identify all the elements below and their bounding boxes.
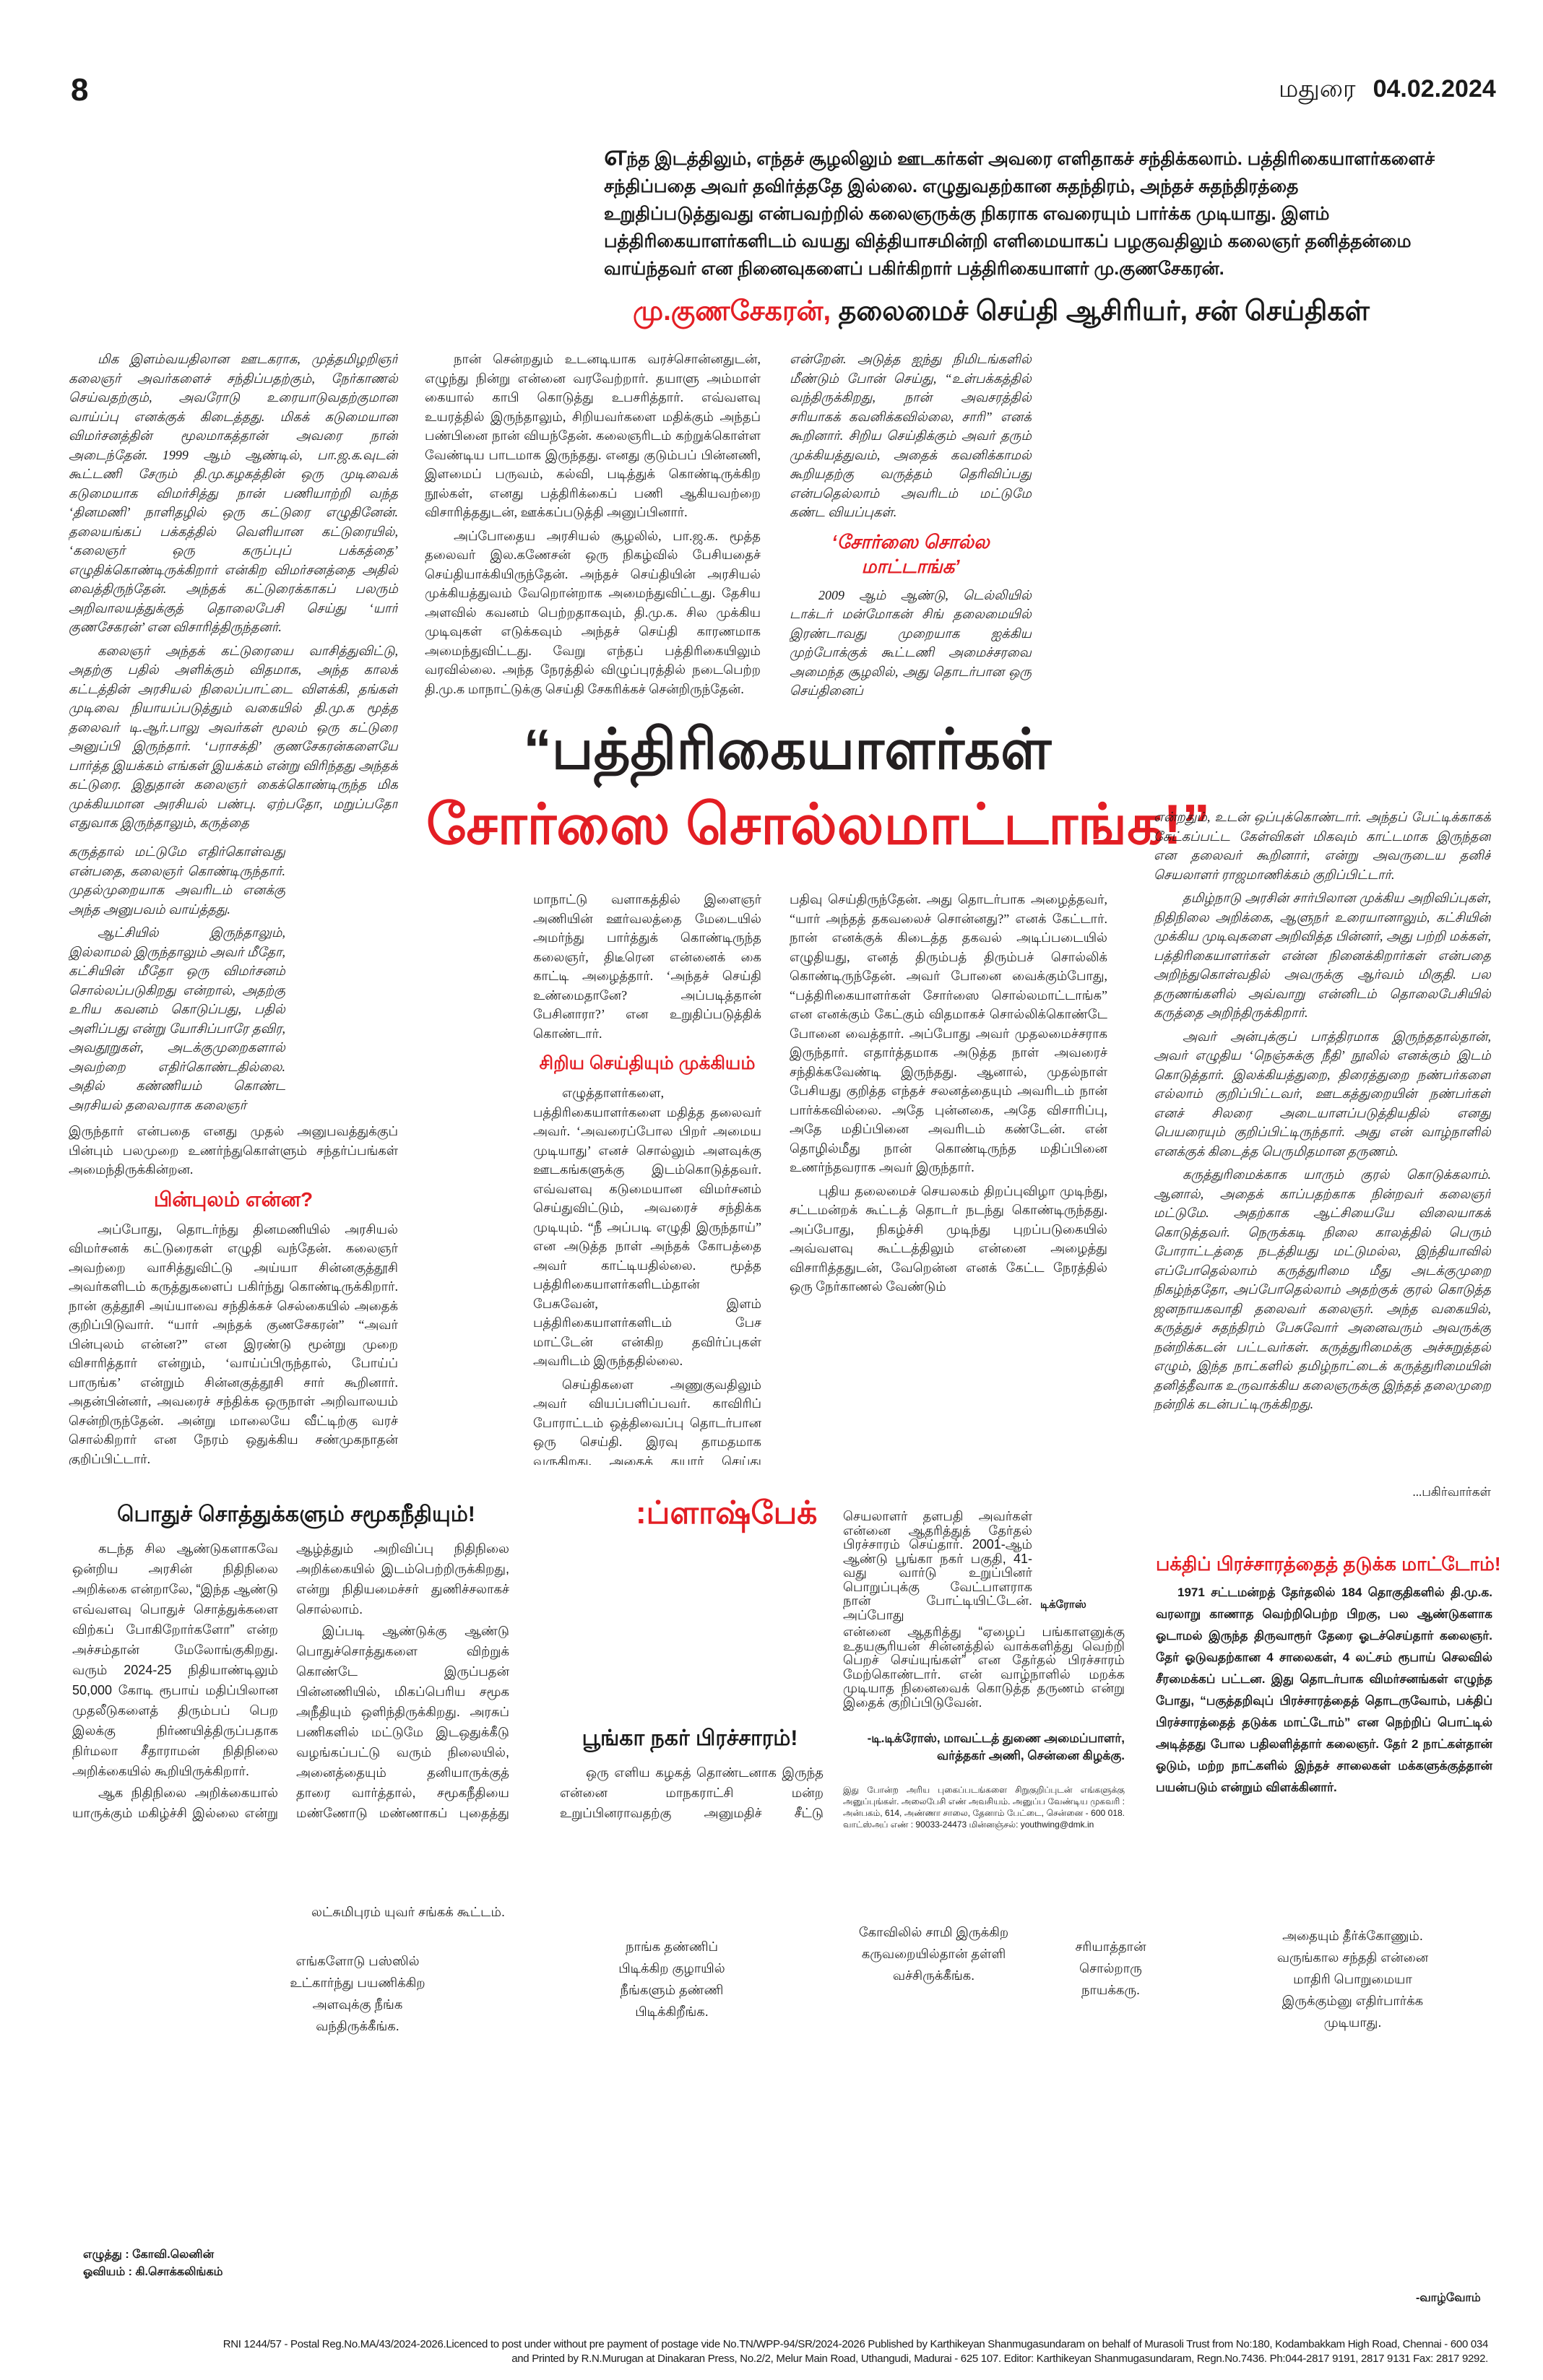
box-public-assets-right: ஆழ்த்தும் அறிவிப்பு நிதிநிலை அறிக்கையில்… — [296, 1539, 509, 1824]
paragraph: அவர் அன்புக்குப் பாத்திரமாக இருந்ததால்தா… — [1154, 1029, 1491, 1159]
article-column-4: என்றதும், உடன் ஒப்புக்கொண்டார். அந்தப் ப… — [1154, 808, 1491, 1472]
comic-bubble: கோவிலில் சாமி இருக்கிற கருவறையில்தான் தள… — [858, 1925, 1009, 1983]
imprint-footer: RNI 1244/57 - Postal Reg.No.MA/43/2024-2… — [72, 2337, 1489, 2366]
byline: மு.குணசேகரன், தலைமைச் செய்தி ஆசிரியர், ச… — [633, 296, 1500, 331]
flashback-label: :ப்ளாஷ்பேக் — [636, 1495, 818, 1531]
dateline: மதுரை 04.02.2024 — [1279, 75, 1496, 106]
paragraph: அப்போதைய அரசியல் சூழலில், பா.ஜ.க. மூத்த … — [425, 528, 761, 696]
headline-line-1: “பத்திரிகையாளர்கள் — [523, 717, 1052, 781]
article-column-1-narrow: கருத்தால் மட்டுமே எதிர்கொள்வது என்பதை, க… — [69, 842, 285, 1121]
article-column-3-bottom: பதிவு செய்திருந்தேன். அது தொடர்பாக அழைத்… — [790, 890, 1107, 1298]
paragraph: மிக இளம்வயதிலான ஊடகராக, முத்தமிழறிஞர் கல… — [69, 352, 398, 634]
intro-drop-cap: எ — [604, 139, 627, 171]
flashback-signature: -டி.டிக்ரோஸ், மாவட்டத் துணை அமைப்பாளர், … — [843, 1730, 1125, 1765]
article-column-3-top: என்றேன். அடுத்த ஐந்து நிமிடங்களில் மீண்ட… — [790, 350, 1032, 711]
paragraph: செயலாளர் தளபதி அவர்கள் என்னை ஆதரித்துத் … — [843, 1510, 1032, 1622]
paragraph: ஆட்சியில் இருந்தாலும், இல்லாமல் இருந்தால… — [69, 925, 285, 1112]
paragraph: பதிவு செய்திருந்தேன். அது தொடர்பாக அழைத்… — [790, 892, 1107, 1174]
paragraph: 2009 ஆம் ஆண்டு, டெல்லியில் டாக்டர் மன்மோ… — [790, 587, 1032, 698]
paragraph: கலைஞர் அந்தக் கட்டுரையை வாசித்துவிட்டு, … — [69, 643, 398, 831]
paragraph: ஒரு எளிய கழகத் தொண்டனாக இருந்த என்னை மாந… — [560, 1765, 824, 1827]
flashback-right-narrow: செயலாளர் தளபதி அவர்கள் என்னை ஆதரித்துத் … — [843, 1510, 1032, 1625]
subhead-source: ‘சோர்ஸை சொல்ல மாட்டாங்க’ — [831, 530, 990, 577]
paragraph: கருத்தால் மட்டுமே எதிர்கொள்வது என்பதை, க… — [69, 844, 285, 917]
article-intro: எந்த இடத்திலும், எந்தச் சூழலிலும் ஊடகர்க… — [604, 139, 1442, 282]
flashback-left-text: ஒரு எளிய கழகத் தொண்டனாக இருந்த என்னை மாந… — [560, 1762, 824, 1827]
article-column-2-top: நான் சென்றதும் உடனடியாக வரச்சொன்னதுடன், … — [425, 350, 761, 722]
paragraph: புதிய தலைமைச் செயலகம் திறப்புவிழா முடிந்… — [790, 1183, 1107, 1294]
paragraph: தமிழ்நாடு அரசின் சார்பிலான முக்கிய அறிவி… — [1154, 891, 1491, 1020]
continued-tag: ...பகிர்வார்கள் — [1412, 1485, 1491, 1499]
comic-bubble: எங்களோடு பஸ்ஸில் உட்கார்ந்து பயணிக்கிற அ… — [290, 1954, 425, 2033]
paragraph: இருந்தார் என்பதை எனது முதல் அனுபவத்துக்க… — [69, 1124, 398, 1177]
box-devotion-text: 1971 சட்டமன்றத் தேர்தலில் 184 தொகுதிகளில… — [1156, 1585, 1492, 1794]
box-public-assets-title: பொதுச் சொத்துக்களும் சமூகநீதியும்! — [117, 1502, 475, 1526]
paragraph: கருத்துரிமைக்காக யாரும் குரல் கொடுக்கலாம… — [1154, 1167, 1491, 1411]
imprint-line: RNI 1244/57 - Postal Reg.No.MA/43/2024-2… — [222, 2338, 1489, 2350]
writer-credit: எழுத்து : கோவி.லெனின் — [83, 2249, 215, 2261]
signature-line: வர்த்தகர் அணி, சென்னை கிழக்கு. — [936, 1749, 1125, 1762]
paragraph: நான் சென்றதும் உடனடியாக வரச்சொன்னதுடன், … — [425, 352, 761, 519]
comic-bubble: நாங்க தண்ணிப் பிடிக்கிற குழாயில் நீங்களு… — [618, 1939, 725, 2019]
series-tag: -வாழ்வோம் — [1416, 2292, 1481, 2304]
signature-line: -டி.டிக்ரோஸ், மாவட்டத் துணை அமைப்பாளர், — [867, 1731, 1125, 1745]
comic-scene-caption: லட்சுமிபுரம் யுவர் சங்கக் கூட்டம். — [311, 1905, 505, 1919]
paragraph: கடந்த சில ஆண்டுகளாகவே ஒன்றிய அரசின் நிதி… — [72, 1541, 278, 1778]
box-devotion-title: பக்திப் பிரச்சாரத்தைத் தடுக்க மாட்டோம்! — [1156, 1553, 1501, 1575]
imprint-line: and Printed by R.N.Murugan at Dinakaran … — [511, 2353, 1488, 2365]
article-column-1-top: மிக இளம்வயதிலான ஊடகராக, முத்தமிழறிஞர் கல… — [69, 350, 398, 841]
paragraph: அப்போது, தொடர்ந்து தினமணியில் அரசியல் வி… — [69, 1221, 398, 1466]
comic-bubble: அதையும் தீர்க்கோணும். வருங்கால சந்ததி என… — [1276, 1929, 1429, 2030]
article-column-2-bottom: மாநாட்டு வளாகத்தில் இளைஞர் அணியின் ஊர்வல… — [533, 890, 761, 1465]
author-title: தலைமைச் செய்தி ஆசிரியர், சன் செய்திகள் — [838, 296, 1370, 326]
intro-text: ந்த இடத்திலும், எந்தச் சூழலிலும் ஊடகர்கள… — [604, 149, 1435, 279]
box-public-assets-left: கடந்த சில ஆண்டுகளாகவே ஒன்றிய அரசின் நிதி… — [72, 1539, 278, 1824]
subhead-background: பின்புலம் என்ன? — [153, 1187, 314, 1211]
edition-city: மதுரை — [1279, 75, 1356, 103]
paragraph: செய்திகளை அணுகுவதிலும் அவர் வியப்பளிப்பவ… — [533, 1377, 761, 1466]
issue-date: 04.02.2024 — [1373, 75, 1496, 103]
paragraph: இப்படி ஆண்டுக்கு ஆண்டு பொதுச்சொத்துகளை வ… — [296, 1624, 509, 1820]
flashback-right-wide: என்னை ஆதரித்து “ஏழைப் பங்காளனுக்கு உதயசூ… — [843, 1625, 1125, 1726]
submission-note: இது போன்ற அரிய புகைப்படங்களை சிறுகுறிப்ப… — [843, 1785, 1125, 1830]
comic-credits: எழுத்து : கோவி.லெனின் ஓவியம் : கி.சொக்கல… — [83, 2246, 223, 2281]
paragraph: ஆழ்த்தும் அறிவிப்பு நிதிநிலை அறிக்கையில்… — [296, 1541, 509, 1617]
article-column-1-bottom: இருந்தார் என்பதை எனது முதல் அனுபவத்துக்க… — [69, 1122, 398, 1465]
main-headline: “பத்திரிகையாளர்கள் சோர்ஸை சொல்லமாட்டாங்க… — [426, 711, 1211, 862]
paragraph: எழுத்தாளர்களை, பத்திரிகையாளர்களை மதித்த … — [533, 1086, 761, 1368]
flashback-title: பூங்கா நகர் பிரச்சாரம்! — [582, 1726, 798, 1750]
headline-line-2: சோர்ஸை சொல்லமாட்டாங்க!” — [426, 792, 1211, 856]
author-name: மு.குணசேகரன், — [633, 296, 831, 326]
paragraph: என்னை ஆதரித்து “ஏழைப் பங்காளனுக்கு உதயசூ… — [843, 1625, 1125, 1710]
photo-caption: டிக்ரோஸ் — [1040, 1598, 1086, 1611]
page-number: 8 — [71, 72, 89, 108]
comic-bubble: சரியாத்தான் சொல்றாரு நாயக்கரு. — [1075, 1939, 1146, 1997]
paragraph: மாநாட்டு வளாகத்தில் இளைஞர் அணியின் ஊர்வல… — [533, 892, 761, 1041]
artist-credit: ஓவியம் : கி.சொக்கலிங்கம் — [83, 2266, 223, 2278]
subhead-small-news: சிறிய செய்தியும் முக்கியம் — [539, 1053, 756, 1073]
paragraph: ஆக நிதிநிலை அறிக்கையால் யாருக்கும் மகிழ்… — [72, 1786, 278, 1820]
paragraph: என்றதும், உடன் ஒப்புக்கொண்டார். அந்தப் ப… — [1154, 810, 1491, 882]
paragraph: என்றேன். அடுத்த ஐந்து நிமிடங்களில் மீண்ட… — [790, 352, 1032, 519]
